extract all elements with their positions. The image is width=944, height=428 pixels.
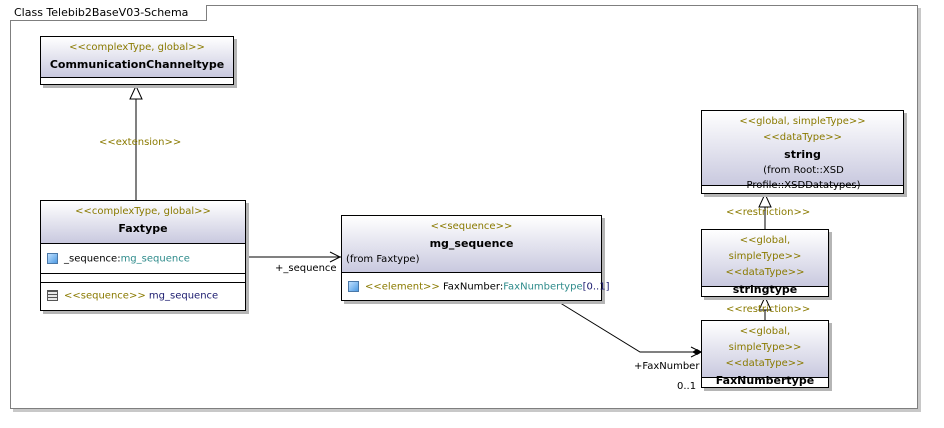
attribute-compartment: _sequence:mg_sequence <box>41 243 245 273</box>
class-datatype-stereotype: <<dataType>> <box>725 267 805 278</box>
faxnumber-multiplicity-label: 0..1 <box>677 381 697 392</box>
class-datatype-stereotype: <<dataType>> <box>725 358 805 369</box>
diagram-title: Class Telebib2BaseV03-Schema <box>10 5 208 21</box>
attribute-type: FaxNumbertype <box>503 281 583 293</box>
class-stereotype: <<complexType, global>> <box>69 42 205 53</box>
class-stringtype[interactable]: <<global, simpleType>> <<dataType>> stri… <box>701 229 829 297</box>
class-stereotype: <<global, simpleType>> <box>728 326 802 353</box>
class-stereotype: <<sequence>> <box>430 221 513 232</box>
class-compartment <box>702 185 903 192</box>
faxnumber-association-diamond <box>692 349 702 355</box>
sequence-role-label: +_sequence <box>275 263 337 274</box>
attribute-icon <box>348 281 359 292</box>
faxnumber-association-line <box>556 300 701 353</box>
restriction-arrowhead-2 <box>758 295 772 311</box>
operation-stereotype: <<sequence>> <box>64 290 146 302</box>
class-name: CommunicationChanneltype <box>49 58 225 71</box>
class-compartment <box>702 377 828 386</box>
attribute-type: mg_sequence <box>120 253 190 265</box>
class-string[interactable]: <<global, simpleType>> <<dataType>> stri… <box>701 110 904 194</box>
restriction-label-1: <<restriction>> <box>726 207 811 218</box>
faxnumber-role-label: +FaxNumber <box>634 361 700 372</box>
class-stereotype: <<global, simpleType>> <box>728 235 802 262</box>
operation-icon <box>47 290 58 301</box>
attribute-row[interactable]: <<element>> FaxNumber:FaxNumbertype[0..1… <box>348 281 609 294</box>
attribute-icon <box>47 253 58 264</box>
class-name: string <box>784 148 821 161</box>
extension-label: <<extension>> <box>99 137 182 148</box>
class-stereotype: <<global, simpleType>> <box>739 116 866 127</box>
class-mg-sequence[interactable]: <<sequence>> mg_sequence (from Faxtype) … <box>341 215 609 301</box>
attribute-compartment: <<element>> FaxNumber:FaxNumbertype[0..1… <box>342 272 609 300</box>
class-compartment <box>702 286 828 295</box>
class-faxnumbertype[interactable]: <<global, simpleType>> <<dataType>> FaxN… <box>701 320 829 388</box>
attribute-multiplicity: [0..1] <box>582 281 610 293</box>
operation-compartment: <<sequence>> mg_sequence <box>41 282 245 309</box>
class-compartment <box>41 77 233 84</box>
extension-arrowhead <box>129 84 143 100</box>
attribute-row[interactable]: _sequence:mg_sequence <box>47 253 190 266</box>
operation-row[interactable]: <<sequence>> mg_sequence <box>47 290 218 303</box>
attribute-name: FaxNumber: <box>442 281 504 293</box>
class-stereotype: <<complexType, global>> <box>75 206 211 217</box>
class-name: Faxtype <box>118 222 168 235</box>
restriction-arrowhead-1 <box>758 192 772 208</box>
class-communicationchanneltype[interactable]: <<complexType, global>> CommunicationCha… <box>40 36 234 85</box>
attribute-name: _sequence: <box>64 253 121 265</box>
restriction-label-2: <<restriction>> <box>726 304 811 315</box>
class-datatype-stereotype: <<dataType>> <box>762 132 842 143</box>
class-name: mg_sequence <box>429 237 514 250</box>
class-origin: (from Faxtype) <box>346 254 420 265</box>
class-faxtype[interactable]: <<complexType, global>> Faxtype _sequenc… <box>40 200 246 311</box>
empty-compartment <box>41 273 245 282</box>
attribute-stereotype: <<element>> <box>365 281 440 293</box>
operation-name: mg_sequence <box>148 290 219 302</box>
